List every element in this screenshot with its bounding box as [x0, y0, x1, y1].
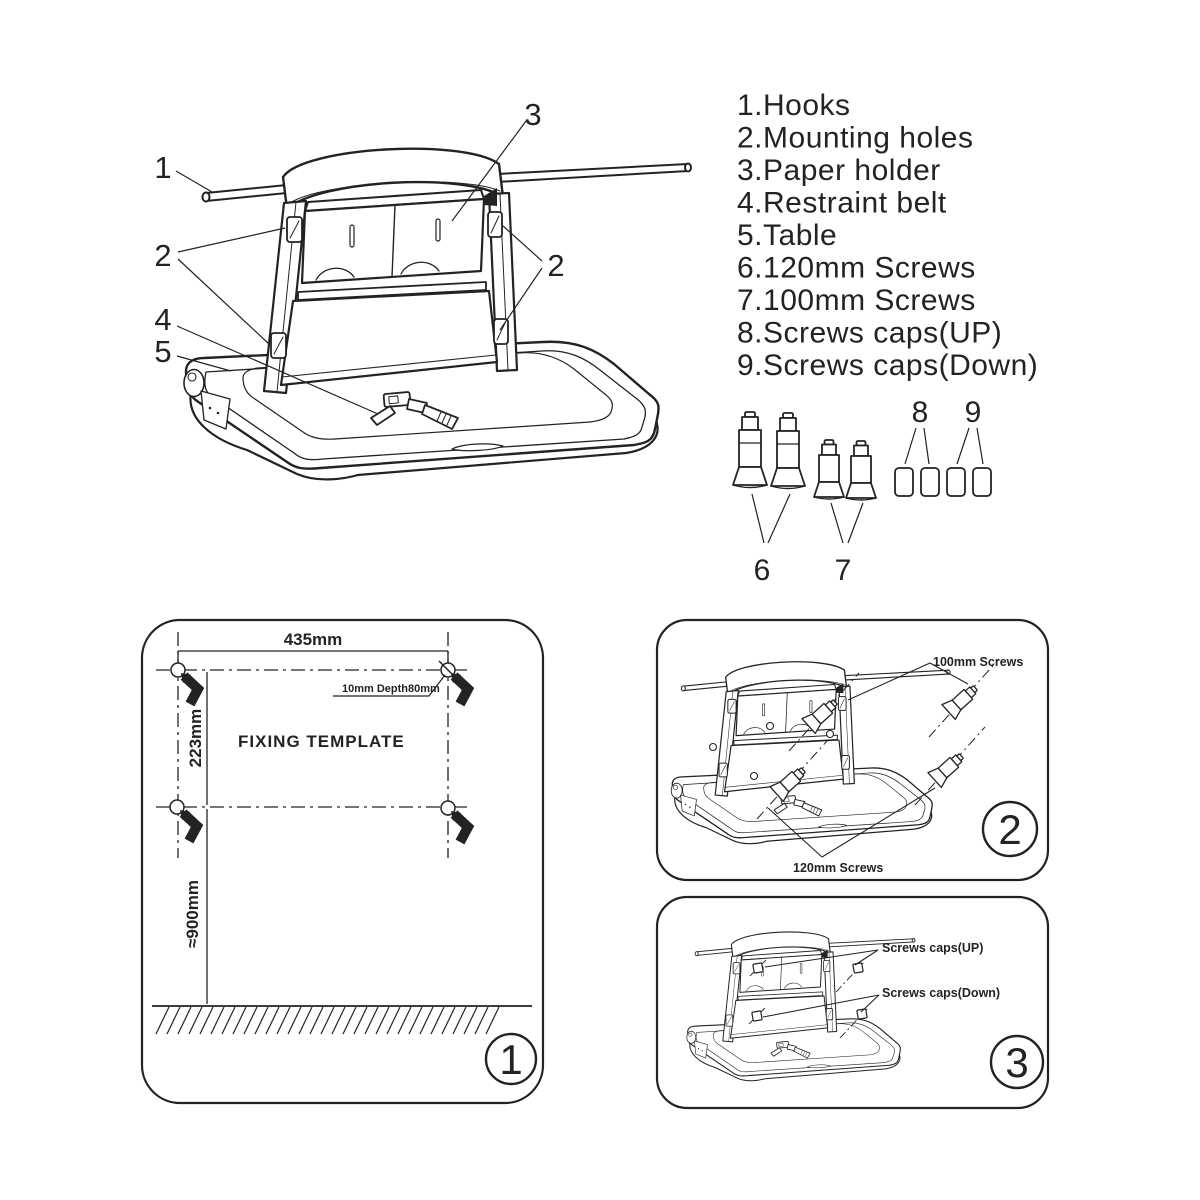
screw-cap-up-icon: [852, 962, 864, 974]
screw-cap-up-icon: [920, 467, 940, 497]
callout-numbers: 1 2 3 2 4 5: [154, 97, 564, 369]
parts-list-item: 3.Paper holder: [737, 154, 941, 187]
callout-leader-lines: [175, 120, 543, 415]
label-screws-caps-down: Screws caps(Down): [882, 986, 1000, 1000]
screw-120mm-icon: [732, 411, 768, 489]
callout-mounting-right: 2: [547, 248, 564, 283]
label-100mm-screws: 100mm Screws: [933, 655, 1023, 669]
floor: [152, 1005, 532, 1035]
hole-note-text: 10mm Depth80mm: [342, 683, 440, 695]
main-illustration: 1 2 3 2 4 5: [154, 97, 693, 481]
screw-100mm-icon: [845, 440, 877, 501]
label-120mm-screws: 120mm Screws: [793, 861, 883, 875]
dim-height: 223mm: [186, 709, 205, 768]
hardware-leader-lines: [751, 427, 984, 544]
callout-hooks: 1: [154, 150, 171, 185]
label-caps-down: 9: [965, 396, 982, 429]
screw-leader-lines: [767, 662, 969, 858]
panel-3-badge: 3: [989, 1034, 1045, 1090]
fixing-template-title: FIXING TEMPLATE: [238, 732, 405, 751]
parts-list-item: 1.Hooks: [737, 89, 851, 122]
label-caps-up: 8: [912, 396, 929, 429]
screw-cap-down-icon: [972, 467, 992, 497]
floor-hatching: [155, 1006, 500, 1035]
panel-3-screw-caps: Screws caps(UP) Screws caps(Down) 3: [655, 895, 1050, 1110]
dim-width: 435mm: [284, 630, 343, 649]
parts-list-item: 2.Mounting holes: [737, 122, 974, 155]
label-screws-120: 6: [754, 554, 771, 587]
panel-1-number: 1: [499, 1036, 522, 1083]
callout-mounting-left: 2: [154, 238, 171, 273]
parts-list-item: 8.Screws caps(UP): [737, 317, 1002, 350]
screw-caps-icons: [894, 467, 992, 497]
panel-1-badge: 1: [484, 1032, 538, 1086]
screw-120mm-icon: [770, 412, 806, 490]
callout-paper-holder: 3: [524, 97, 541, 132]
panel-3-border: [655, 895, 1050, 1110]
screw-cap-down-icon: [751, 1010, 763, 1022]
parts-list-item: 7.100mm Screws: [737, 284, 976, 317]
dimension-lines: [177, 650, 449, 1004]
screw-cap-down-icon: [946, 467, 966, 497]
screw-cap-up-icon: [752, 962, 764, 974]
screw-100mm-icon: [813, 439, 845, 500]
changing-table-drawing: [182, 147, 693, 481]
panel-2-badge: 2: [981, 800, 1039, 858]
hardware-set: 6 7 8 9: [732, 396, 992, 587]
panel-3-number: 3: [1005, 1039, 1028, 1086]
parts-list-item: 4.Restraint belt: [737, 187, 947, 220]
cap-leader-lines: [762, 949, 880, 1018]
parts-list: 1.Hooks 2.Mounting holes 3.Paper holder …: [737, 89, 1038, 382]
screw-cap-up-icon: [894, 467, 914, 497]
pilot-holes: [708, 721, 835, 781]
label-screws-100: 7: [835, 554, 852, 587]
callout-restraint-belt: 4: [154, 302, 171, 337]
parts-list-item: 5.Table: [737, 219, 837, 252]
panel-2-screw-fitting: 100mm Screws 120mm Screws 2: [655, 618, 1050, 882]
panel-1-border: [140, 618, 545, 1105]
parts-list-item: 9.Screws caps(Down): [737, 349, 1038, 382]
dim-floor-height: ≈900mm: [183, 880, 202, 948]
callout-table: 5: [154, 334, 171, 369]
panel-1-fixing-template: 435mm 223mm ≈900mm FIXING TEMPLATE 10mm …: [140, 618, 545, 1105]
panel-2-number: 2: [998, 806, 1021, 853]
hole-depth-note: 10mm Depth80mm: [333, 674, 446, 697]
drill-holes: [169, 660, 458, 816]
label-screws-caps-up: Screws caps(UP): [882, 941, 983, 955]
parts-list-item: 6.120mm Screws: [737, 252, 976, 285]
